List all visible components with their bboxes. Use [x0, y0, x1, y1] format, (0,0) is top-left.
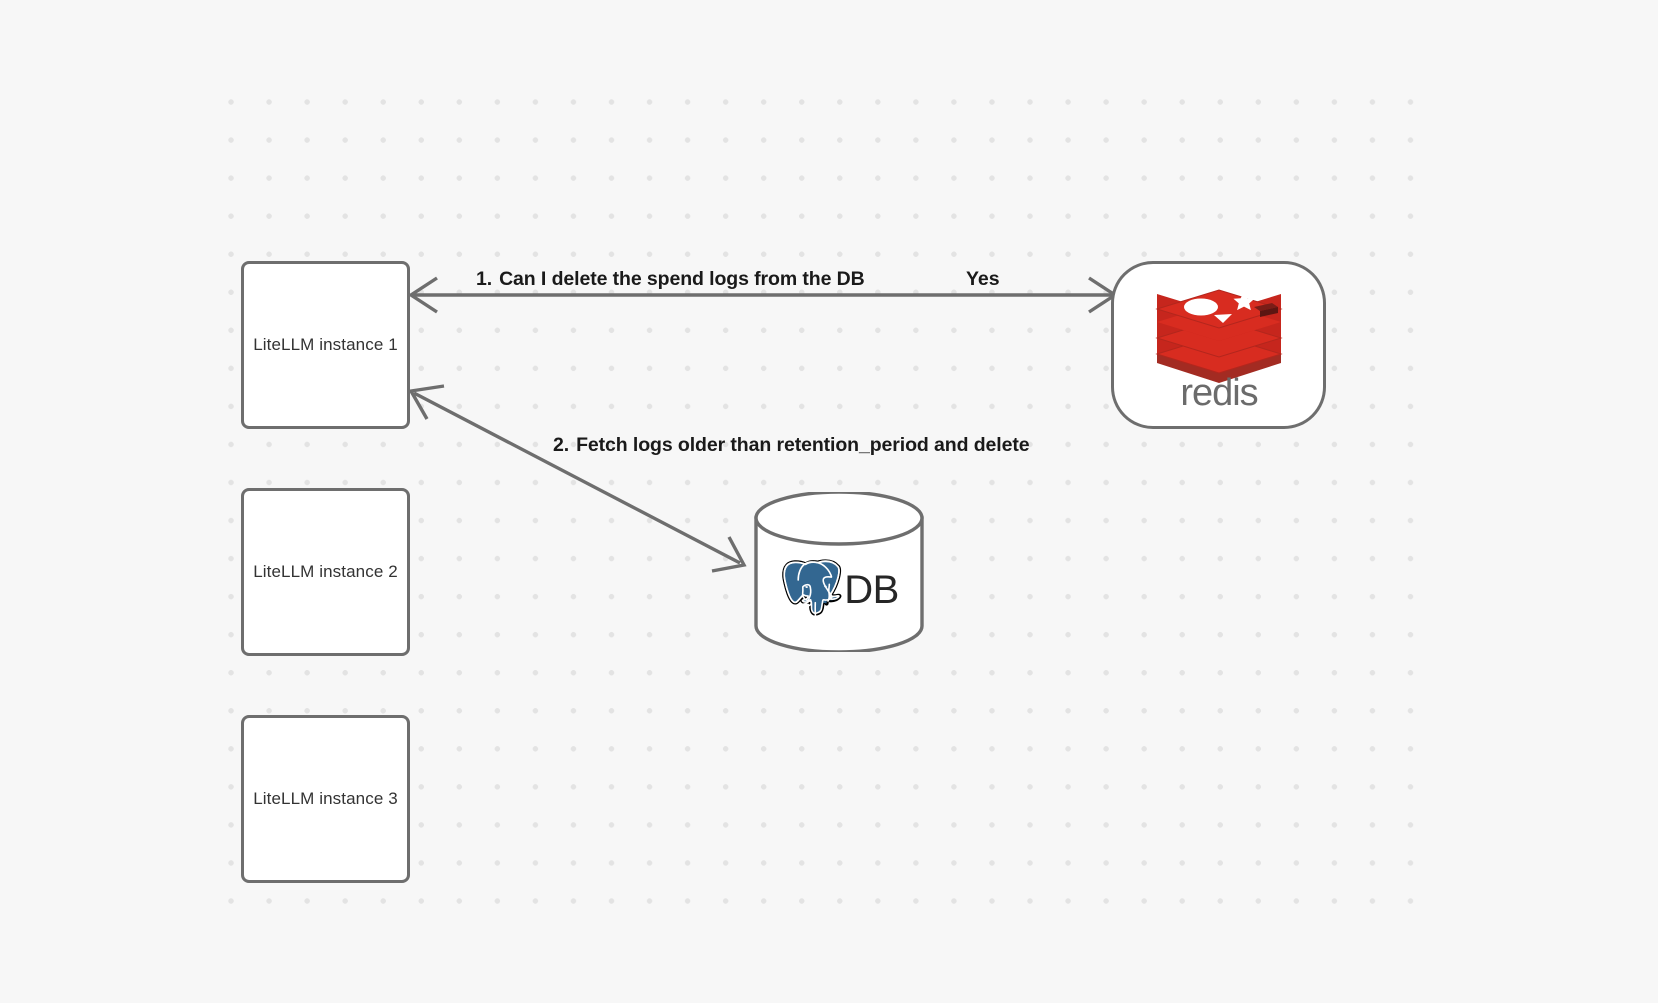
svg-text:redis: redis	[1180, 372, 1257, 409]
database-content: DB	[752, 544, 926, 636]
edge-label-1-number: 1.	[476, 268, 493, 290]
edge-label-2-number: 2.	[553, 434, 570, 456]
node-litellm-instance-1[interactable]: LiteLLM instance 1	[241, 261, 410, 429]
postgresql-elephant-icon	[782, 559, 842, 623]
database-cylinder-shape	[754, 492, 924, 652]
node-litellm-instance-3-label: LiteLLM instance 3	[253, 789, 398, 808]
node-litellm-instance-3[interactable]: LiteLLM instance 3	[241, 715, 410, 883]
node-database[interactable]: DB	[752, 492, 926, 652]
database-label: DB	[844, 567, 899, 612]
edge-label-1: 1. Can I delete the spend logs from the D…	[476, 268, 865, 291]
node-litellm-instance-2[interactable]: LiteLLM instance 2	[241, 488, 410, 656]
edge-label-1-reply: Yes	[966, 268, 1000, 290]
node-litellm-instance-1-label: LiteLLM instance 1	[253, 335, 398, 354]
arrowhead-left	[407, 276, 438, 314]
edge-label-1-text: Can I delete the spend logs from the DB	[499, 268, 865, 290]
arrowhead-upper-left	[408, 384, 445, 420]
edge-llm1-db	[408, 384, 747, 573]
edge-label-2-text: Fetch logs older than retention_period a…	[576, 434, 1030, 456]
redis-logo-icon: redis	[1154, 289, 1283, 409]
arrowhead-lower-right	[711, 536, 747, 573]
node-litellm-instance-2-label: LiteLLM instance 2	[253, 562, 398, 581]
node-redis[interactable]: redis	[1111, 261, 1326, 429]
edge-label-2: 2. Fetch logs older than retention_period…	[553, 434, 1030, 457]
